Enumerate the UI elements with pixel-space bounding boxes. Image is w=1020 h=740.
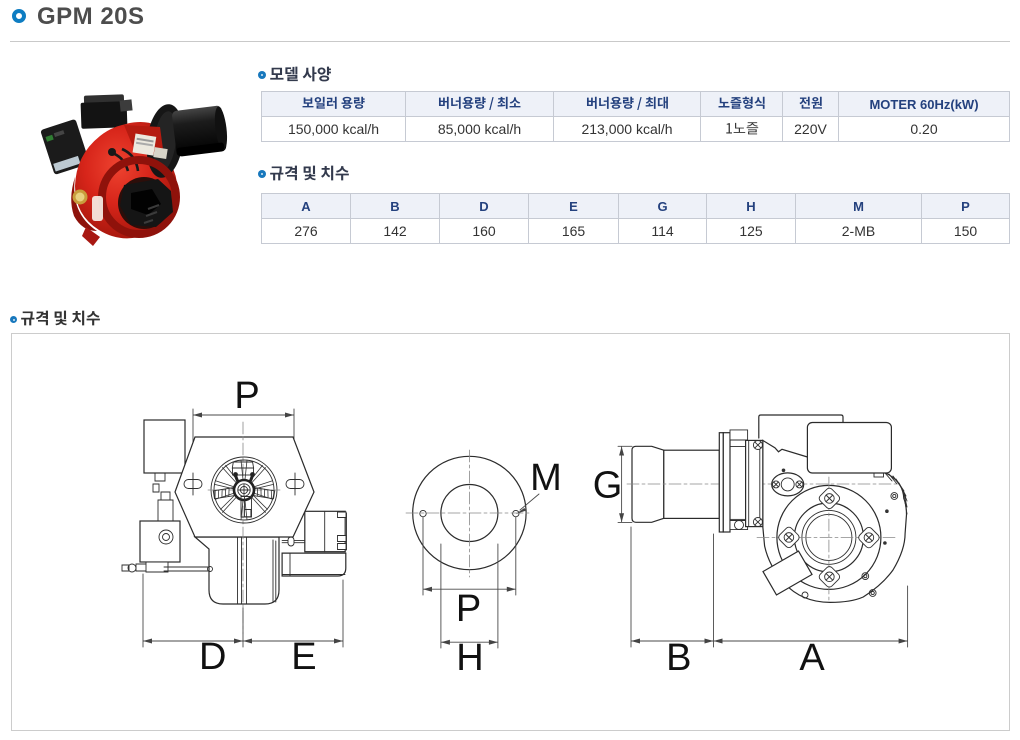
svg-text:D: D: [199, 636, 226, 678]
svg-text:H: H: [456, 637, 483, 679]
svg-text:A: A: [799, 637, 825, 679]
svg-text:P: P: [234, 375, 259, 417]
svg-text:E: E: [291, 636, 316, 678]
svg-text:M: M: [530, 457, 562, 499]
svg-text:B: B: [666, 637, 691, 679]
svg-text:G: G: [593, 465, 623, 507]
svg-text:P: P: [456, 588, 481, 630]
